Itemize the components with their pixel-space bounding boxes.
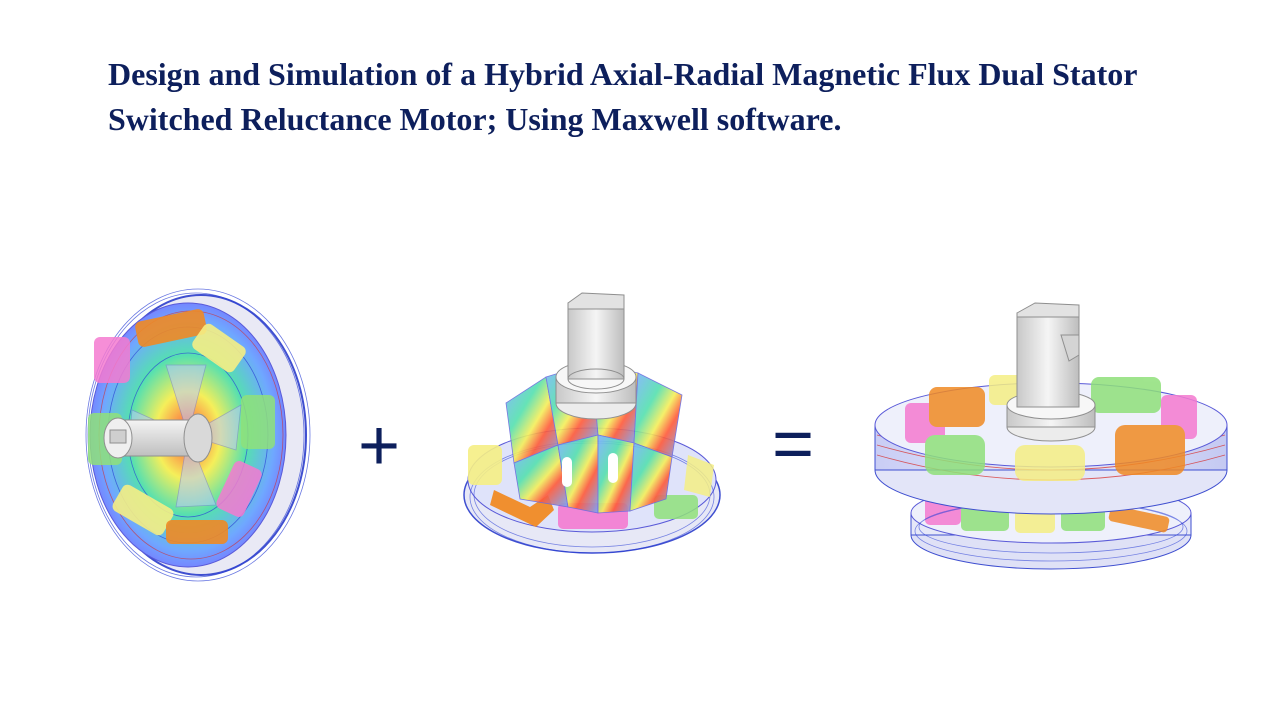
hybrid-motor-figure [874,302,1228,570]
coil-green-bottom-right [654,495,698,519]
coil-green-right [241,395,275,449]
slot [608,453,618,483]
coil-yellow-bottom [112,484,174,536]
coil-orange-top [135,309,207,347]
shaft-icon [1006,302,1096,442]
plus-operator: + [358,406,401,486]
coil-yellow-top-right [192,323,246,373]
shaft-icon [103,413,213,463]
coil-orange-bottom-left [490,490,554,527]
axial-flux-motor-figure [85,288,311,582]
equals-operator: = [772,404,815,484]
coil-orange-bottom [166,520,228,544]
slot [562,457,572,487]
upper-coils [905,375,1197,481]
coil-yellow-left [468,445,502,485]
page-title: Design and Simulation of a Hybrid Axial-… [108,56,1137,137]
coil-pink-left [94,337,130,383]
shaft-icon [555,292,637,420]
coil-yellow-right [684,455,714,497]
radial-flux-motor-figure [463,292,721,554]
coil-pink-right [216,461,262,517]
